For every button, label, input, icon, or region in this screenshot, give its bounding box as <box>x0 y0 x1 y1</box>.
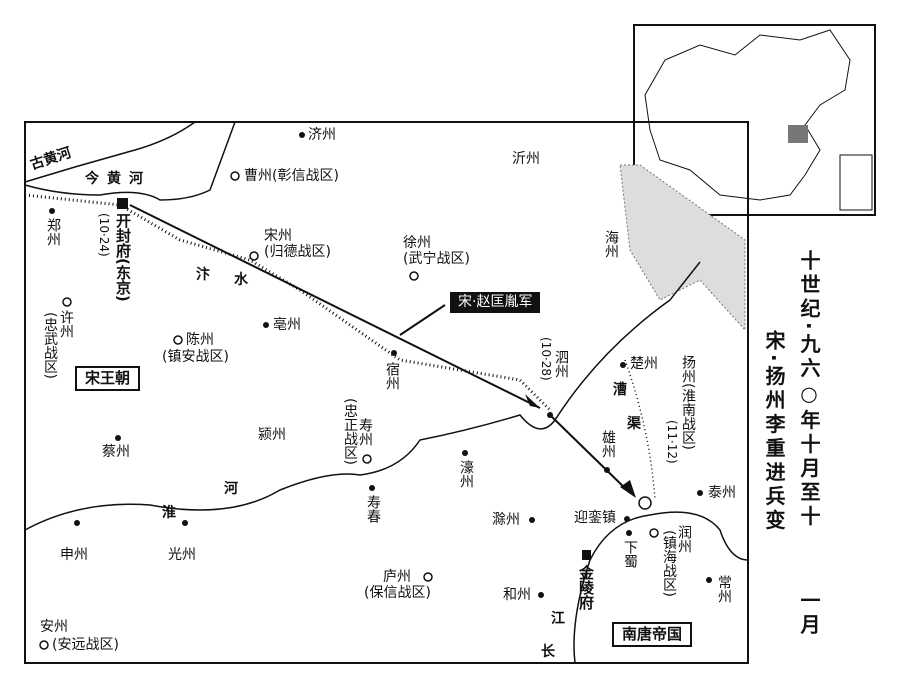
region-song: 宋王朝 <box>75 366 141 391</box>
date-yangzhou: (11·12) <box>665 420 679 464</box>
sea-area <box>619 164 746 332</box>
place-chenzhou-district: (镇安战区) <box>162 349 229 365</box>
canal-1: 漕 <box>613 382 627 398</box>
arrow-head <box>525 394 540 408</box>
place-kaifeng: 开封府(东京) <box>114 213 132 302</box>
map-subtitle: 十世纪·九六○年十月至十 <box>797 250 821 530</box>
place-bozhou: 亳州 <box>273 317 301 333</box>
place-yizhou: 沂州 <box>512 151 540 167</box>
inset-highlight-area <box>788 125 808 143</box>
place-xuchang-district: (忠武战区) <box>42 312 58 379</box>
place-runzhou: 润州 <box>676 525 692 553</box>
inset-frame <box>633 24 876 216</box>
map-title: 宋·扬州李重进兵变 <box>762 330 786 534</box>
old-yellow-river <box>24 121 196 183</box>
place-taizhou: 泰州 <box>708 485 736 501</box>
place-suzhou: 宿州 <box>384 362 400 390</box>
river-huai-2: 河 <box>224 481 238 497</box>
army-label: 宋·赵匡胤军 <box>450 292 541 313</box>
place-haozhou: 濠州 <box>458 460 474 488</box>
army-label-pointer <box>399 304 446 336</box>
place-shouzhou: 寿州 <box>357 418 373 446</box>
place-yingluan: 迎銮镇 <box>574 510 616 526</box>
district-markers <box>39 171 659 650</box>
place-shenzhou: 申州 <box>60 547 88 563</box>
place-anzhou: 安州 <box>40 619 68 635</box>
capital-marker-jinling <box>582 550 591 560</box>
map-subtitle-end: 一月 <box>797 590 821 638</box>
army-route-line <box>129 204 541 409</box>
place-shouzhou-district: (忠正战区) <box>342 398 358 465</box>
place-jizhou: 济州 <box>308 127 336 143</box>
place-zhengzhou: 郑州 <box>45 218 61 246</box>
place-caozhou: 曹州(彰信战区) <box>244 168 339 184</box>
place-anzhou-district: (安远战区) <box>52 637 119 653</box>
place-songzhou: 宋州 <box>264 228 292 244</box>
place-xiongzhou: 雄州 <box>600 430 616 458</box>
river-bian-2: 水 <box>234 272 248 288</box>
canal <box>624 359 656 501</box>
place-runzhou-district: (镇海战区) <box>661 530 677 597</box>
place-yangzhou: 扬州(淮南战区) <box>680 355 696 450</box>
canal-2: 渠 <box>627 416 641 432</box>
place-xuzhou: 徐州 <box>403 235 431 251</box>
city-dots <box>49 132 712 598</box>
place-xuchang: 许州 <box>58 310 74 338</box>
river-yangtze-2: 长 <box>541 644 555 660</box>
river-huai-1: 淮 <box>162 505 176 521</box>
place-chuzhou: 楚州 <box>630 356 658 372</box>
region-southern-tang: 南唐帝国 <box>612 622 693 647</box>
new-yellow-river <box>24 121 236 201</box>
place-haizhou: 海州 <box>603 230 619 258</box>
place-yingzhou: 颍州 <box>258 427 286 443</box>
date-kaifeng: (10·24) <box>97 213 111 257</box>
place-luzhou-district: (保信战区) <box>364 585 431 601</box>
place-changzhou: 常州 <box>716 575 732 603</box>
place-xuzhou-district: (武宁战区) <box>403 251 470 267</box>
huai-river <box>24 261 701 531</box>
place-chenzhou: 陈州 <box>186 332 214 348</box>
date-sizhou: (10·28) <box>539 337 553 381</box>
river-new-yellow: 今黄河 <box>85 171 151 187</box>
river-yangtze-1: 江 <box>551 611 565 627</box>
inset-south-sea-box <box>839 154 873 211</box>
place-shouchun: 寿春 <box>365 495 381 523</box>
army-route-line-2 <box>549 414 631 494</box>
map-frame <box>24 121 749 664</box>
place-xiashu: 下蜀 <box>622 540 638 568</box>
inset-china-outline <box>644 29 851 201</box>
place-chuzhou-2: 滁州 <box>492 512 520 528</box>
place-jinling: 金陵府 <box>577 565 595 610</box>
place-hezhou: 和州 <box>503 587 531 603</box>
place-guangzhou: 光州 <box>168 547 196 563</box>
place-songzhou-district: (归德战区) <box>264 244 331 260</box>
capital-marker-kaifeng <box>117 198 128 209</box>
place-sizhou: 泗州 <box>553 350 569 378</box>
place-caizhou: 蔡州 <box>102 444 130 460</box>
arrow-head-2 <box>620 480 636 498</box>
yangtze-river <box>573 511 749 664</box>
place-luzhou: 庐州 <box>383 569 411 585</box>
river-bian-1: 汴 <box>196 267 210 283</box>
